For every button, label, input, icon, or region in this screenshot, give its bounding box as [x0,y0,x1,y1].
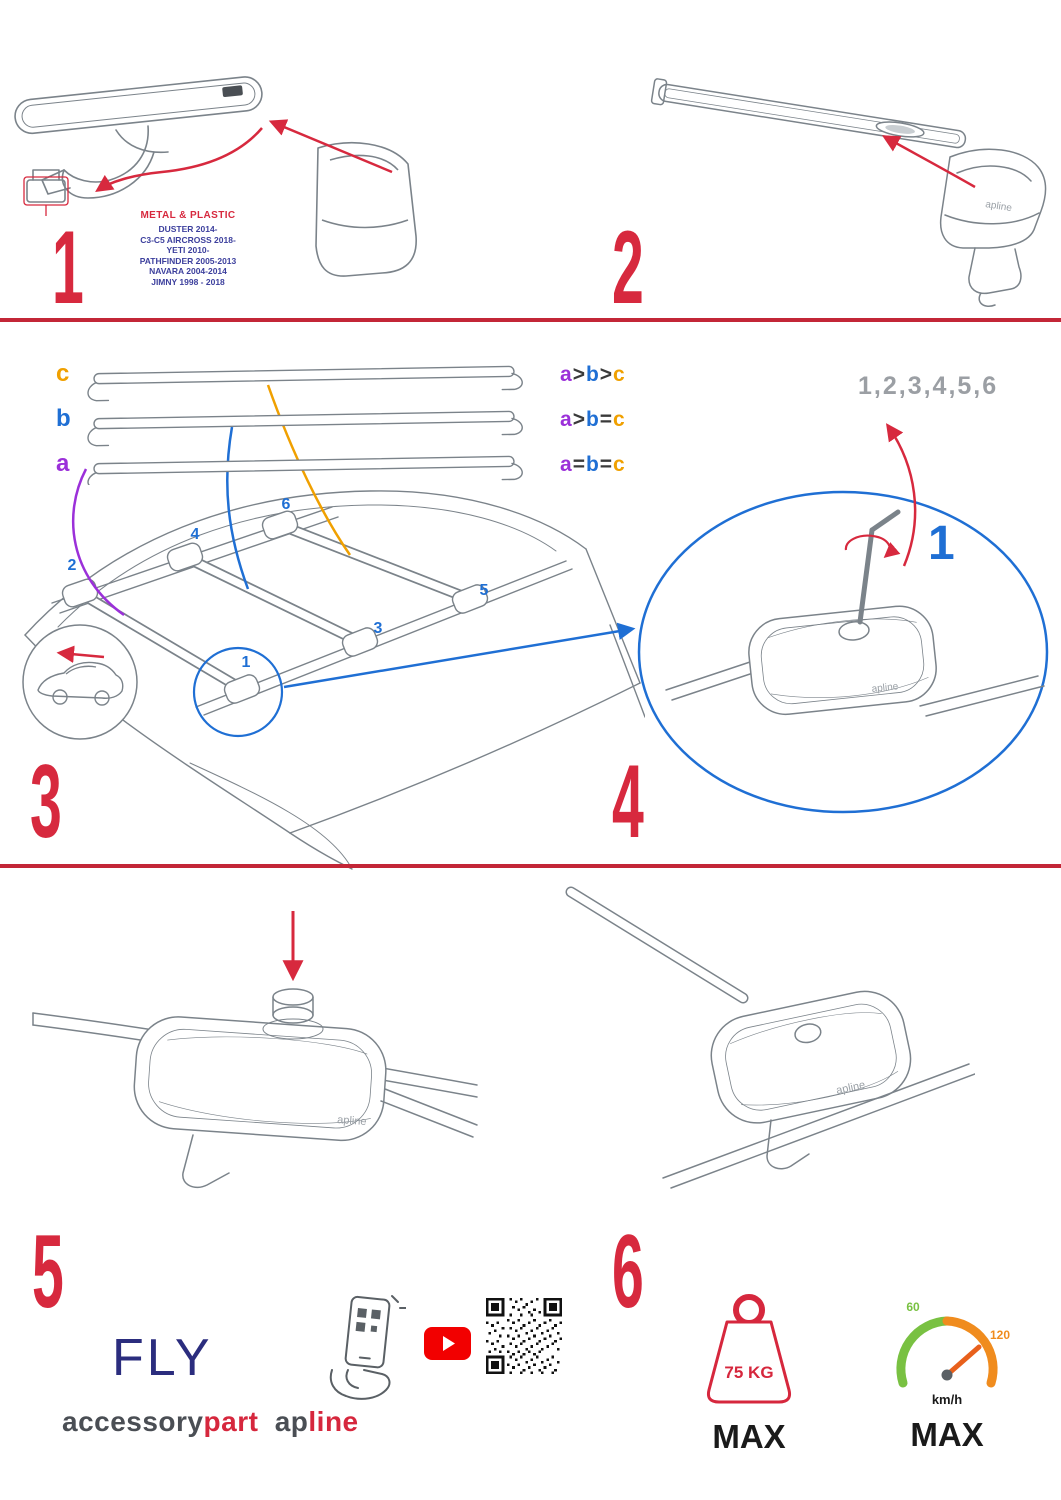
section-divider-bottom [0,864,1061,868]
material-label: METAL & PLASTIC [140,210,236,221]
roof-crossbars [61,510,489,704]
legend-row-2: a>b=c [560,408,626,431]
youtube-icon [424,1327,471,1360]
bar-label-b: b [56,405,71,432]
tighten-sequence-label: 1,2,3,4,5,6 [858,372,999,400]
speed-high-label: 120 [990,1328,1010,1342]
speed-unit-label: km/h [931,1392,963,1407]
step2-bar-slot-illustration: apline [650,78,1047,307]
bar-label-c: c [56,360,70,387]
product-logo-text: apline [985,199,1014,214]
model-line: YETI 2010- [166,245,210,255]
step4-tighten-illustration: apline [637,423,1049,814]
curve-b-blue [226,426,250,590]
curve-a-purple [71,468,125,617]
weight-value: 75 KG [724,1363,773,1382]
car-direction-inset [22,624,138,740]
product-logo-text: apline [835,1079,866,1097]
position-5: 5 [480,582,489,599]
product-logo-text: apline [337,1114,367,1128]
position-1: 1 [242,654,251,671]
step1-red-arrows [95,119,393,192]
detail-callout-circle [192,646,284,738]
step2-insert-arrow [881,135,976,189]
detail-callout-arrow [283,622,636,689]
brand-part: part [203,1406,259,1437]
sequence-first-callout: 1 [928,517,955,570]
product-name: FLY [112,1329,213,1387]
speed-low-label: 60 [906,1300,920,1314]
position-6: 6 [282,496,291,513]
step1-fitment-text: METAL & PLASTIC DUSTER 2014- C3-C5 AIRCR… [108,210,268,287]
step3-roof-illustration: 2 4 6 1 3 5 [22,384,645,870]
step-number-4: 4 [612,744,644,860]
position-numbers: 2 4 6 1 3 5 [68,496,489,671]
brand-accessory: accessory [62,1406,204,1437]
brand-logo: accessorypart apline [62,1406,359,1438]
step-number-6: 6 [612,1214,644,1330]
model-line: DUSTER 2014- [158,224,218,234]
model-line: JIMNY 1998 - 2018 [151,276,225,287]
step6-finished-illustration: apline [565,886,975,1189]
step-number-5: 5 [32,1214,64,1330]
legend-row-3: a=b=c [560,453,626,476]
step1-clamp-cover-illustration [14,76,417,277]
brand-ap: ap [274,1406,309,1437]
curve-c-orange [266,384,352,556]
weight-max-label: MAX [712,1418,786,1455]
position-3: 3 [374,620,383,637]
zoom-circle [637,490,1049,814]
step-number-1: 1 [52,210,84,326]
position-4: 4 [191,526,200,543]
step3-bars-illustration [87,365,523,485]
brand-line: line [308,1406,359,1437]
front-direction-arrow [56,645,105,663]
step5-cap-illustration: apline [32,911,478,1189]
model-line: NAVARA 2004-2014 [149,266,227,276]
model-line: C3-C5 AIRCROSS 2018- [140,234,236,245]
speedometer-icon: 60 120 [896,1300,1010,1388]
scan-phone-icon [329,1295,406,1400]
product-logo-text: apline [871,681,899,695]
step-number-2: 2 [612,210,644,326]
position-2: 2 [68,557,77,574]
bar-label-a: a [56,450,70,477]
qr-code [486,1298,562,1374]
section-divider-top [0,318,1061,322]
sequence-arrow [885,423,917,567]
max-weight-icon: 75 KG [707,1294,791,1404]
legend-row-1: a>b>c [560,363,626,386]
model-line: PATHFINDER 2005-2013 [139,255,237,266]
speed-max-label: MAX [910,1416,984,1453]
step-number-3: 3 [30,744,62,860]
rotate-key-arrow [844,534,901,559]
